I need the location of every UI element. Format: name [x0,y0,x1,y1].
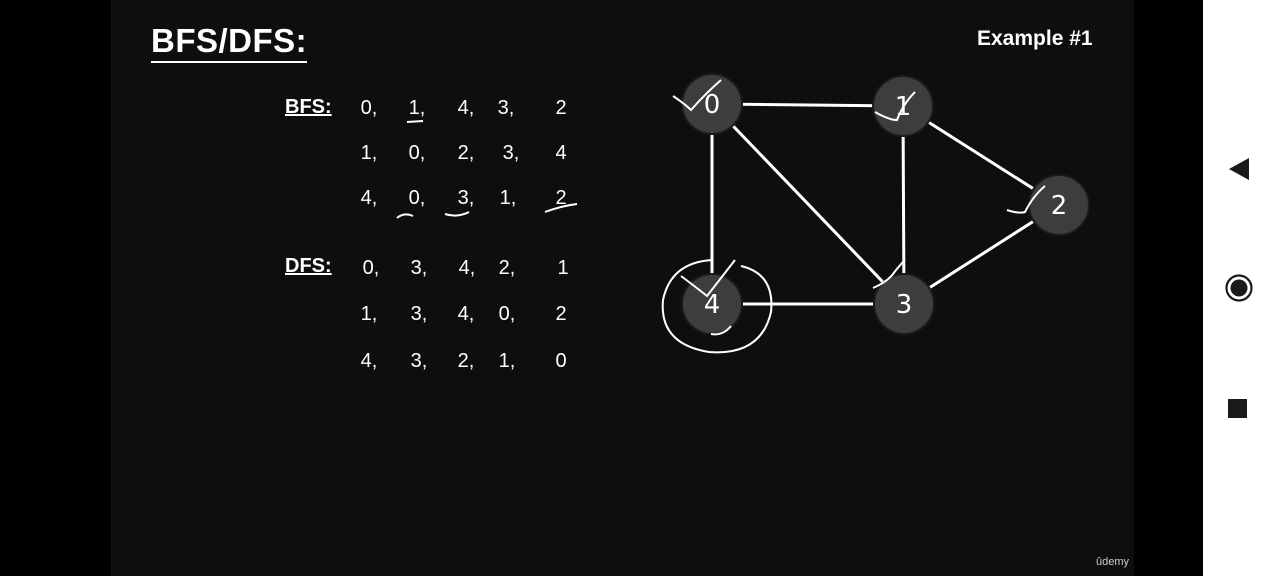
bfs-cell: 2 [555,187,567,209]
handwritten-checks [661,79,1046,354]
dfs-cell: 0, [362,257,380,279]
bfs-cell: 3, [457,187,475,209]
graph-node-label: 2 [1051,191,1068,221]
bfs-cell: 3, [497,97,515,119]
dfs-cell: 0, [498,303,516,325]
graph-node-label: 0 [704,90,721,120]
bfs-cell: 0, [360,97,378,119]
bfs-cell: 0, [408,142,426,164]
graph-edge-0-1 [711,102,904,108]
graph-edge-1-3 [901,105,906,305]
check-mark-icon [672,79,722,112]
check-mark-icon [874,91,916,122]
dfs-cell: 2, [457,350,475,372]
bfs-cell: 1, [360,142,378,164]
dfs-cell: 3, [410,257,428,279]
graph-edges [710,102,1060,306]
underline-mark [444,211,470,217]
bfs-cell: 2, [457,142,475,164]
bfs-cell: 1, [408,97,426,119]
check-mark-icon [872,259,906,289]
underline-mark [544,203,578,213]
check-mark-icon [1006,185,1046,214]
bfs-cell: 3, [502,142,520,164]
recents-button[interactable] [1225,396,1251,422]
graph-node-3 [873,273,935,335]
bfs-cell: 4, [457,97,475,119]
dfs-cell: 3, [410,303,428,325]
underline-mark [406,120,424,123]
bfs-cell: 0, [408,187,426,209]
example-label: Example #1 [977,27,1093,50]
dfs-cell: 4, [458,257,476,279]
udemy-watermark: ûdemy [1096,556,1130,568]
bfs-cell: 1, [499,187,517,209]
dfs-cell: 3, [410,350,428,372]
dfs-cell: 4, [457,303,475,325]
home-button[interactable] [1225,274,1253,302]
graph-node-0 [681,73,743,135]
check-mark-icon [710,325,732,336]
dfs-cell: 2, [498,257,516,279]
android-nav-bar [1203,0,1280,576]
dfs-cell: 1, [360,303,378,325]
bfs-label: BFS: [285,96,332,118]
graph-edge-0-3 [710,102,906,306]
graph-node-label: 4 [704,290,721,320]
dfs-cell: 1 [557,257,569,279]
slide-title: BFS/DFS: [151,22,308,63]
back-button[interactable] [1225,156,1251,182]
dfs-cell: 0 [555,350,567,372]
square-recents-icon [1228,399,1247,418]
circle-home-icon [1225,274,1253,302]
dfs-cell: 4, [360,350,378,372]
dfs-label: DFS: [285,255,332,277]
dfs-cell: 2 [555,303,567,325]
graph-node-label: 3 [896,290,913,320]
triangle-left-icon [1229,158,1249,180]
underline-mark [396,213,414,219]
handwritten-annotations [396,120,578,219]
lecture-slide: BFS/DFS: Example #1 BFS: 0, 1, 4, 3, 2 1… [111,0,1134,576]
bfs-cell: 2 [555,97,567,119]
bfs-cell: 4, [360,187,378,209]
check-mark-icon [680,259,736,298]
bfs-cell: 4 [555,142,567,164]
dfs-cell: 1, [498,350,516,372]
circled-node-mark [661,259,773,354]
